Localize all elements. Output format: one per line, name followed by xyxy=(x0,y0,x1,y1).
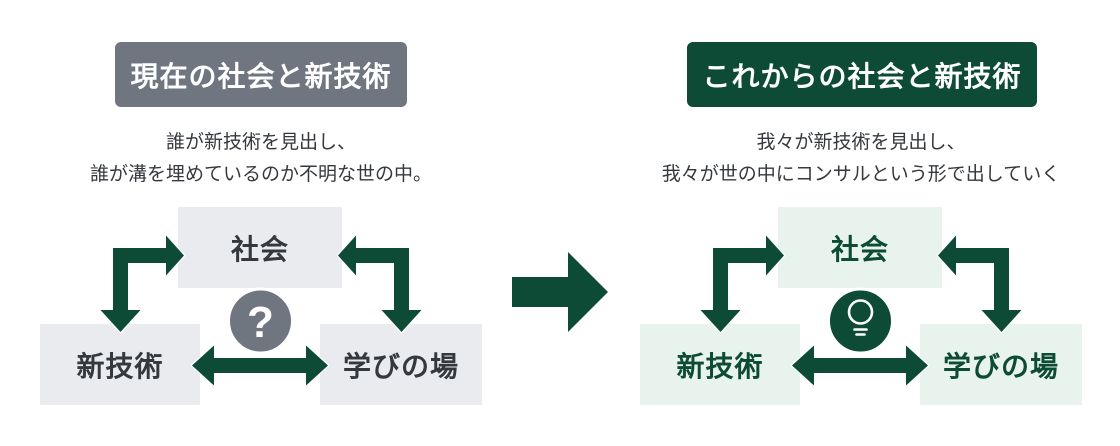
current-elbow-arrow-right xyxy=(336,234,423,334)
svg-text:?: ? xyxy=(247,298,274,347)
current-state-subtitle: 誰が新技術を見出し、 誰が溝を埋めているのか不明な世の中。 xyxy=(40,127,482,191)
question-mark-icon: ? xyxy=(227,287,294,355)
current-node-learning-place: 学びの場 xyxy=(320,324,482,405)
current-state-header: 現在の社会と新技術 xyxy=(115,42,407,107)
future-subtitle-line2: 我々が世の中にコンサルという形で出していく xyxy=(661,164,1061,185)
current-subtitle-line2: 誰が溝を埋めているのか不明な世の中。 xyxy=(89,164,432,185)
lightbulb-icon xyxy=(827,287,894,355)
current-subtitle-line1: 誰が新技術を見出し、 xyxy=(165,132,356,153)
current-node-new-technology: 新技術 xyxy=(40,324,200,405)
future-elbow-arrow-right xyxy=(936,234,1023,334)
future-node-learning-place: 学びの場 xyxy=(920,324,1082,405)
future-subtitle-line1: 我々が新技術を見出し、 xyxy=(756,132,966,153)
future-node-society: 社会 xyxy=(778,207,942,288)
future-elbow-arrow-left xyxy=(699,234,786,334)
transition-arrow xyxy=(510,250,610,334)
future-node-new-technology: 新技術 xyxy=(640,324,800,405)
future-state-subtitle: 我々が新技術を見出し、 我々が世の中にコンサルという形で出していく xyxy=(640,127,1082,191)
current-node-society: 社会 xyxy=(178,207,342,288)
future-state-header: これからの社会と新技術 xyxy=(687,42,1037,107)
future-bottom-double-arrow xyxy=(790,344,930,387)
current-elbow-arrow-left xyxy=(99,234,186,334)
current-bottom-double-arrow xyxy=(190,344,330,387)
